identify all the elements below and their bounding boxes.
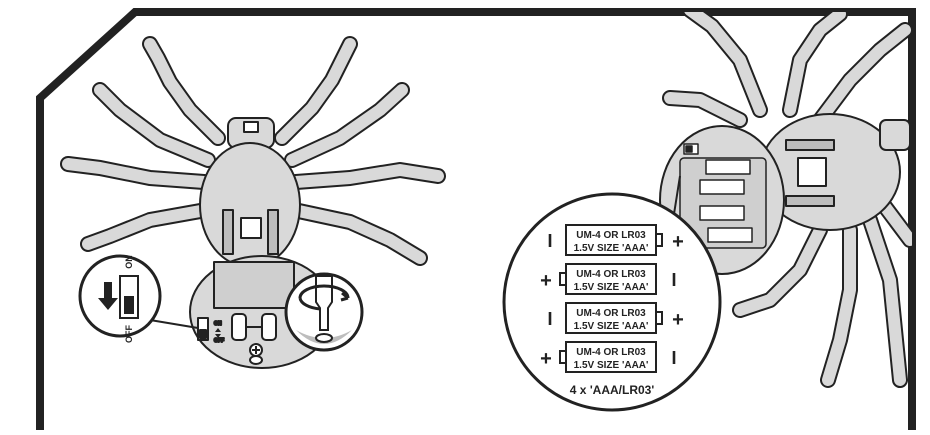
body-switch-off-label: OFF xyxy=(214,338,224,344)
callout-off-label: OFF xyxy=(124,325,134,343)
battery-text-line2: 1.5V SIZE 'AAA' xyxy=(574,282,649,293)
battery-text-line1: UM-4 OR LR03 xyxy=(576,347,646,358)
battery-text-line2: 1.5V SIZE 'AAA' xyxy=(574,360,649,371)
spider-thorax xyxy=(200,143,300,267)
battery-left-symbol: + xyxy=(540,348,552,370)
battery-right-symbol: I xyxy=(671,348,676,368)
battery-left-symbol: + xyxy=(540,270,552,292)
screw-icon xyxy=(250,344,262,356)
battery-count-caption: 4 x 'AAA/LR03' xyxy=(570,383,655,397)
battery-text-line2: 1.5V SIZE 'AAA' xyxy=(574,243,649,254)
screwdriver-callout xyxy=(286,274,362,350)
body-switch-on-label: ON xyxy=(214,321,222,327)
callout-switch-knob xyxy=(124,296,134,314)
callout-on-label: ON xyxy=(124,255,134,269)
battery-left-symbol: I xyxy=(547,231,552,251)
battery-text-line2: 1.5V SIZE 'AAA' xyxy=(574,321,649,332)
battery-text-line1: UM-4 OR LR03 xyxy=(576,269,646,280)
battery-text-line1: UM-4 OR LR03 xyxy=(576,230,646,241)
battery-text-line1: UM-4 OR LR03 xyxy=(576,308,646,319)
battery-right-symbol: I xyxy=(671,270,676,290)
battery-right-symbol: + xyxy=(672,231,684,253)
battery-left-symbol: I xyxy=(547,309,552,329)
battery-right-symbol: + xyxy=(672,309,684,331)
